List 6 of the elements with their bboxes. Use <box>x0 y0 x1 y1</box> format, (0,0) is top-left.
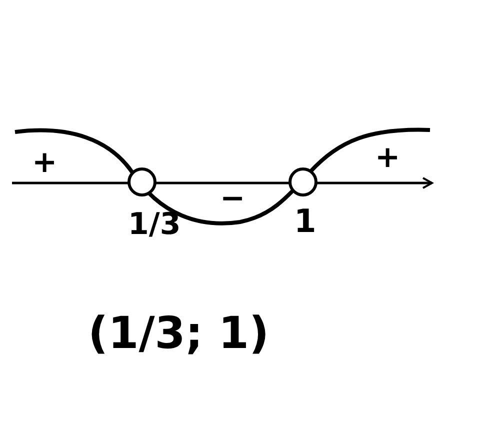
answer-interval: (1/3; 1) <box>88 312 270 356</box>
point-label: 1/3 <box>128 210 181 240</box>
sign-label: + <box>32 148 58 178</box>
sign-label: − <box>220 184 246 214</box>
point-label: 1 <box>294 205 316 237</box>
sign-label: + <box>375 143 400 173</box>
